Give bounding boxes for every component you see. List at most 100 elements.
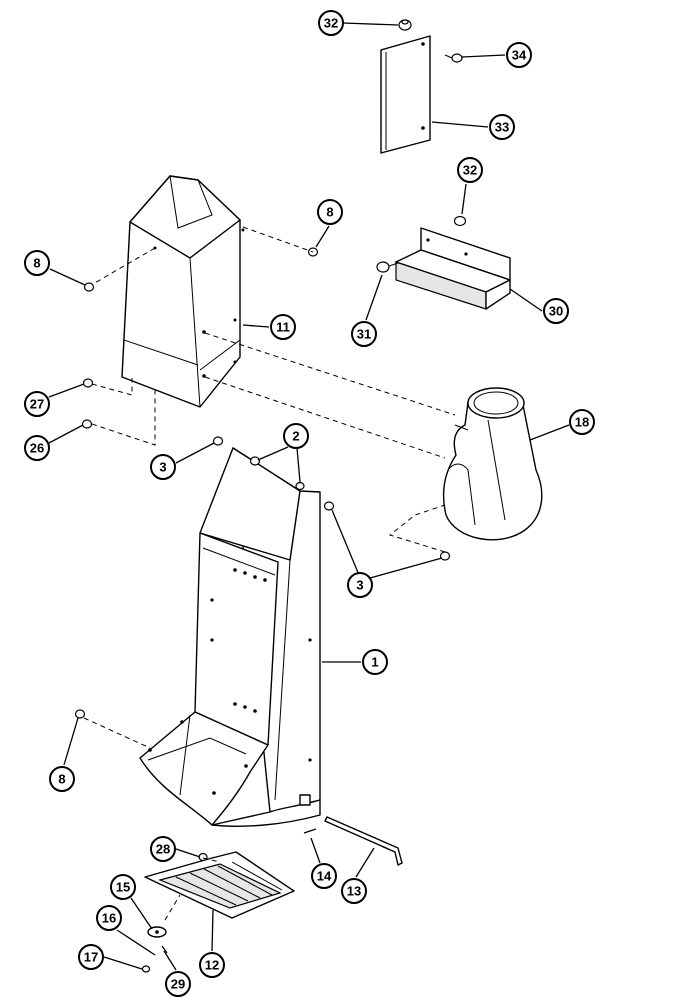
callout-3: 3 xyxy=(347,572,373,598)
callout-circle xyxy=(347,572,373,598)
callout-label: 13 xyxy=(347,884,361,899)
part-32-nut-bracket xyxy=(453,215,467,227)
callout-2: 2 xyxy=(283,423,309,449)
part-8-nut-body xyxy=(74,709,86,719)
callout-8: 8 xyxy=(317,199,343,225)
callout-circle xyxy=(199,952,225,978)
callout-circle xyxy=(270,314,296,340)
callout-8: 8 xyxy=(49,766,75,792)
callout-1: 1 xyxy=(362,649,388,675)
part-26-bolt xyxy=(81,419,93,429)
callout-label: 3 xyxy=(159,460,166,475)
callout-circle xyxy=(110,874,136,900)
part-31-bolt xyxy=(376,261,399,273)
callout-label: 11 xyxy=(276,320,290,335)
callout-3: 3 xyxy=(150,454,176,480)
callout-circle xyxy=(24,391,50,417)
callout-label: 3 xyxy=(356,578,363,593)
assembly-lines xyxy=(83,226,456,921)
callout-label: 14 xyxy=(317,869,332,884)
part-18-elbow-duct xyxy=(442,387,543,541)
callout-circle xyxy=(78,944,104,970)
part-3-nut-body-right xyxy=(323,501,335,511)
callouts: 3234333230318811272623183182814131516121… xyxy=(24,10,595,997)
callout-29: 29 xyxy=(165,971,191,997)
callout-circle xyxy=(165,971,191,997)
callout-circle xyxy=(362,649,388,675)
callout-label: 33 xyxy=(495,120,509,135)
callout-label: 8 xyxy=(33,256,40,271)
callout-31: 31 xyxy=(351,321,377,347)
callout-32: 32 xyxy=(457,157,483,183)
callout-label: 32 xyxy=(463,163,477,178)
callout-32: 32 xyxy=(318,10,344,36)
callout-label: 15 xyxy=(116,880,130,895)
callout-label: 26 xyxy=(30,441,44,456)
part-15-latch xyxy=(147,926,167,938)
callout-label: 8 xyxy=(58,772,65,787)
part-2-bolt-a xyxy=(249,456,261,466)
callout-circle xyxy=(311,863,337,889)
callout-14: 14 xyxy=(311,863,337,889)
part-27-bolt xyxy=(82,378,94,388)
part-3-nut-duct xyxy=(439,551,451,561)
callout-circle xyxy=(569,409,595,435)
part-12-grate xyxy=(144,851,295,919)
callout-16: 16 xyxy=(96,905,122,931)
callout-label: 18 xyxy=(575,415,589,430)
part-1-main-duct xyxy=(139,447,321,827)
callout-13: 13 xyxy=(341,878,367,904)
part-33-cover-plate xyxy=(380,35,431,154)
callout-label: 29 xyxy=(171,977,185,992)
callout-28: 28 xyxy=(150,836,176,862)
callout-33: 33 xyxy=(489,114,515,140)
part-3-nut-body xyxy=(212,436,224,446)
callout-circle xyxy=(150,836,176,862)
callout-label: 16 xyxy=(102,911,116,926)
callout-12: 12 xyxy=(199,952,225,978)
callout-circle xyxy=(318,10,344,36)
callout-label: 27 xyxy=(30,397,44,412)
callout-label: 8 xyxy=(326,205,333,220)
callout-circle xyxy=(96,905,122,931)
callout-circle xyxy=(489,114,515,140)
part-8-nut-hood-left xyxy=(83,282,95,292)
callout-label: 28 xyxy=(156,842,170,857)
callout-label: 32 xyxy=(324,16,338,31)
callout-18: 18 xyxy=(569,409,595,435)
callout-label: 34 xyxy=(512,48,527,63)
part-29-clip xyxy=(161,945,168,954)
callout-circle xyxy=(351,321,377,347)
callout-label: 30 xyxy=(549,304,563,319)
callout-circle xyxy=(24,250,50,276)
callout-circle xyxy=(150,454,176,480)
part-11-hood xyxy=(121,175,245,408)
callout-label: 31 xyxy=(357,327,371,342)
callout-8: 8 xyxy=(24,250,50,276)
part-32-nut-top xyxy=(398,19,412,31)
callout-17: 17 xyxy=(78,944,104,970)
callout-circle xyxy=(317,199,343,225)
callout-30: 30 xyxy=(543,298,569,324)
callout-circle xyxy=(457,157,483,183)
callout-27: 27 xyxy=(24,391,50,417)
callout-circle xyxy=(506,42,532,68)
leader-lines xyxy=(48,22,570,971)
part-14-pin xyxy=(303,828,317,834)
callout-circle xyxy=(341,878,367,904)
part-2-bolt-b xyxy=(295,481,305,491)
callout-circle xyxy=(24,435,50,461)
callout-circle xyxy=(283,423,309,449)
callout-circle xyxy=(543,298,569,324)
part-13-rod xyxy=(324,816,403,866)
callout-circle xyxy=(49,766,75,792)
callout-label: 2 xyxy=(292,429,299,444)
part-34-bolt xyxy=(444,53,463,63)
part-17-pin xyxy=(141,965,151,973)
callout-label: 1 xyxy=(371,655,378,670)
callout-34: 34 xyxy=(506,42,532,68)
part-28-screw xyxy=(198,852,208,862)
callout-26: 26 xyxy=(24,435,50,461)
part-30-bracket xyxy=(395,227,511,310)
